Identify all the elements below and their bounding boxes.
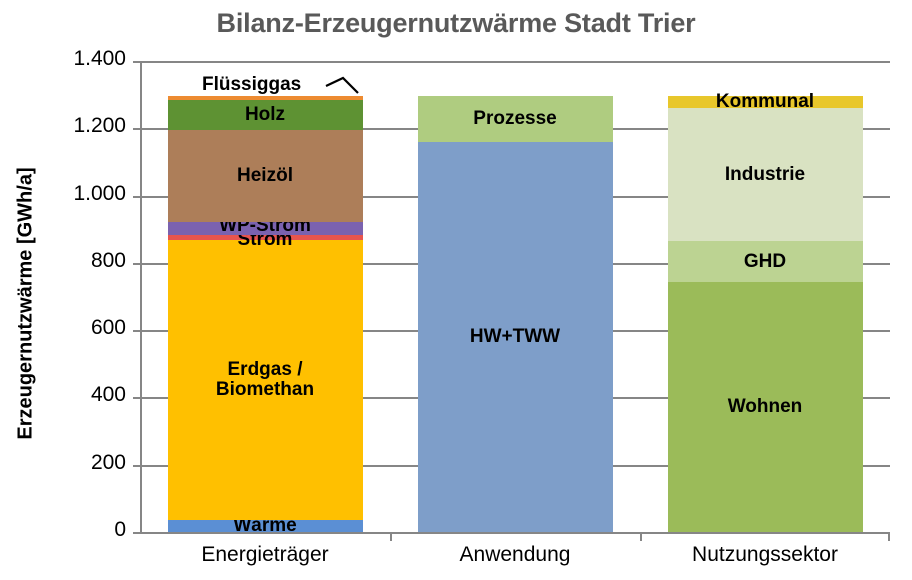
y-axis-title: Erzeugernutzwärme [GWh/a] [14, 167, 37, 440]
gridline-0 [140, 532, 890, 534]
chart-title: Bilanz-Erzeugernutzwärme Stadt Trier [216, 8, 696, 38]
category-separator-end [888, 532, 890, 541]
bar-segment-kommunal[interactable]: Kommunal [667, 92, 863, 111]
y-tick-label-800: 800 [90, 248, 126, 272]
bar-segment-erdgas-biomethan[interactable]: Erdgas /Biomethan [167, 239, 363, 520]
annotation-fluessiggas-label: Flüssiggas [202, 74, 302, 95]
y-tick-1.200 [133, 128, 140, 131]
segment-label-holz: Holz [244, 104, 286, 126]
bar-segment-ghd[interactable]: GHD [667, 240, 863, 283]
y-tick-label-400: 400 [90, 383, 126, 407]
category-separator-1 [390, 532, 392, 541]
y-tick-label-1.400: 1.400 [73, 47, 126, 70]
bar-segment-wohnen[interactable]: Wohnen [667, 282, 863, 532]
y-tick-label-200: 200 [90, 450, 126, 474]
y-tick-600 [133, 330, 140, 333]
segment-label-prozesse: Prozesse [473, 107, 557, 129]
y-tick-1.000 [133, 195, 140, 198]
y-tick-label-600: 600 [90, 316, 126, 340]
bar-segment-prozesse[interactable]: Prozesse [417, 95, 613, 142]
segment-label-erdgas-biomethan: Erdgas /Biomethan [215, 359, 315, 400]
bar-anwendung[interactable]: HW+TWW Prozesse [417, 61, 613, 532]
y-tick-label-1.200: 1.200 [73, 114, 126, 138]
y-tick-200 [133, 464, 140, 467]
bar-segment-w-rme[interactable]: Wärme [167, 516, 363, 536]
x-tick-label-anwendung: Anwendung [459, 543, 571, 566]
segment-label-wohnen: Wohnen [727, 396, 803, 418]
bar-segment-hw-tww[interactable]: HW+TWW [417, 141, 613, 532]
segment-label-hw-tww: HW+TWW [469, 326, 561, 348]
bar-nutzungssektor[interactable]: Wohnen GHD Industrie Kommunal [667, 61, 863, 532]
segment-label-industrie: Industrie [724, 163, 806, 185]
bar-segment-wp-strom[interactable]: WP-Strom [167, 216, 363, 236]
bar-segment-strom[interactable]: Strom [167, 230, 363, 250]
y-tick-1.400 [133, 61, 140, 63]
x-tick-label-nutzungssektor: Nutzungssektor [692, 543, 838, 566]
bar-segment-industrie[interactable]: Industrie [667, 107, 863, 241]
category-separator-2 [640, 532, 642, 541]
bar-segment-fl-ssiggas[interactable] [167, 95, 363, 100]
y-tick-0 [133, 532, 140, 534]
y-tick-400 [133, 397, 140, 400]
y-tick-label-1.000: 1.000 [73, 181, 126, 205]
y-tick-800 [133, 262, 140, 265]
x-tick-label-energieträger: Energieträger [201, 543, 329, 566]
y-tick-label-0: 0 [114, 518, 126, 541]
gridline-1.400 [140, 61, 890, 63]
y-axis-line [140, 61, 142, 534]
bar-segment-holz[interactable]: Holz [167, 99, 363, 131]
segment-label-heiz-l: Heizöl [237, 165, 293, 187]
segment-label-ghd: GHD [743, 250, 787, 272]
bar-segment-heiz-l[interactable]: Heizöl [167, 130, 363, 222]
